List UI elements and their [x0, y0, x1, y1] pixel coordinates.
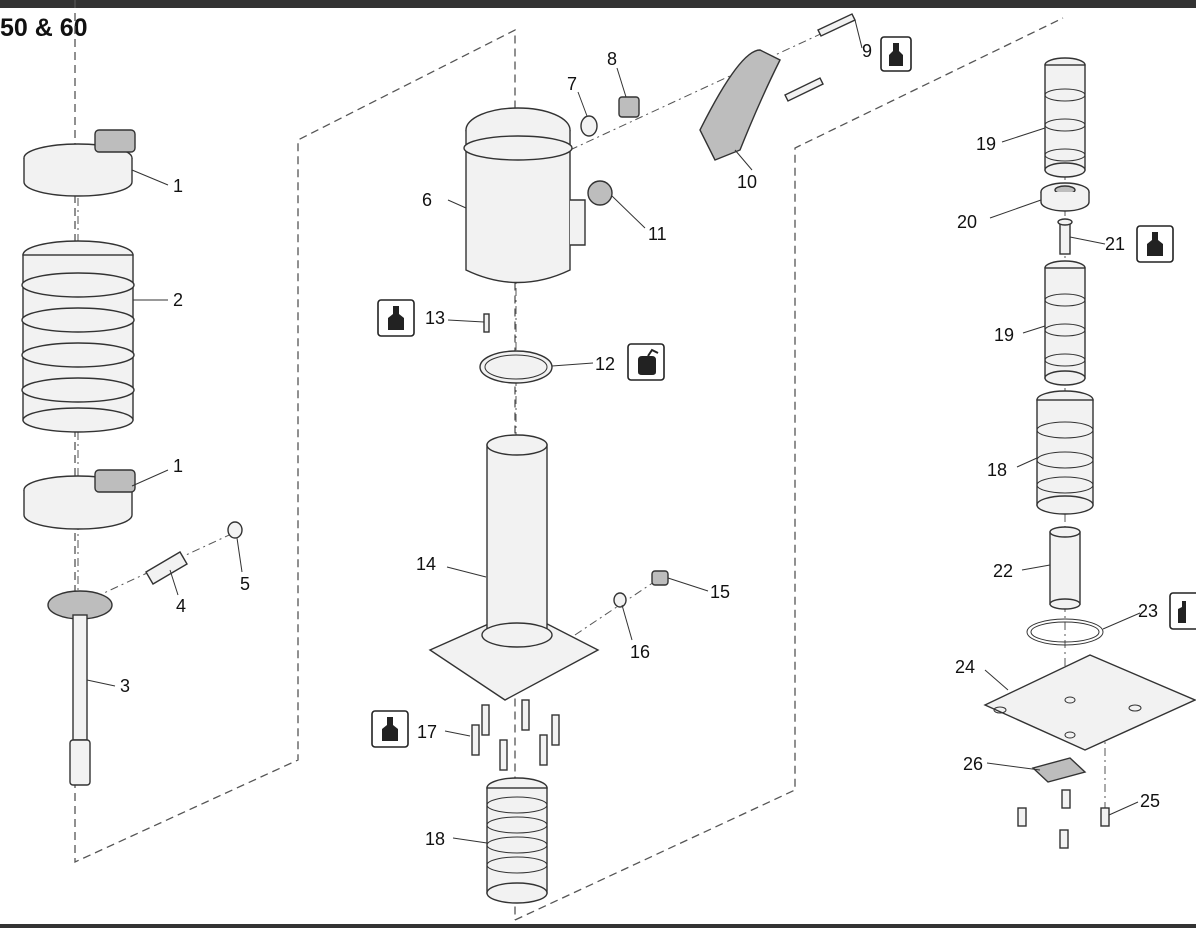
part-label: 14: [416, 554, 436, 574]
plate-part: [983, 654, 1196, 751]
bellows-part: [21, 240, 135, 433]
bracket-part: [699, 49, 781, 161]
part-label: 18: [425, 829, 445, 849]
label-plate-part: [1031, 757, 1087, 783]
threadlock-bottle-icon: [1169, 592, 1196, 630]
cylinder-part: [428, 434, 600, 701]
screws-part: [1017, 789, 1110, 849]
oring-part: [479, 350, 553, 384]
part-label: 13: [425, 308, 445, 328]
part-labels: 1 2 1 3 4 5 6 7 8 9 10 11 12 13 14 15 16…: [120, 41, 1160, 849]
part-label: 5: [240, 574, 250, 594]
part-label: 25: [1140, 791, 1160, 811]
part-label: 19: [976, 134, 996, 154]
top-border: [0, 0, 1196, 8]
part-label: 9: [862, 41, 872, 61]
threadlock-bottle-icon: [880, 36, 912, 72]
pin-centerline: [77, 529, 241, 606]
part-label: 23: [1138, 601, 1158, 621]
part-label: 1: [173, 176, 183, 196]
spring-large-part: [1036, 390, 1094, 515]
threadlock-bottle-icon: [371, 710, 409, 748]
rod-part: [47, 590, 113, 786]
washer-part: [580, 115, 598, 137]
plug-centerline: [559, 577, 661, 646]
screw-part: [1057, 218, 1073, 255]
part-label: 21: [1105, 234, 1125, 254]
part-label: 4: [176, 596, 186, 616]
bolt-part: [784, 13, 856, 102]
bottom-border: [0, 924, 1196, 928]
clamp-top-part: [23, 129, 136, 197]
part-label: 16: [630, 642, 650, 662]
small-pin-part: [483, 313, 490, 333]
diagram-title: 50 & 60: [0, 14, 88, 42]
part-label: 1: [173, 456, 183, 476]
plug-part: [587, 180, 613, 206]
part-label: 10: [737, 172, 757, 192]
cap-part: [227, 521, 243, 539]
threadlock-bottle-icon: [1136, 225, 1174, 263]
middle-group-frame: [514, 17, 1064, 921]
sleeve-part: [1049, 526, 1081, 610]
clamp-bottom-part: [23, 469, 136, 530]
part-label: 12: [595, 354, 615, 374]
spring-bottom-part: [486, 777, 548, 904]
threadlock-bottle-icon: [377, 299, 415, 337]
part-label: 26: [963, 754, 983, 774]
spring-seat-part: [1040, 182, 1090, 212]
bolts-part: [471, 699, 560, 771]
oring2-part: [1026, 618, 1104, 646]
washer2-part: [613, 592, 627, 608]
part-label: 7: [567, 74, 577, 94]
leader-lines: [86, 19, 1141, 844]
bracket-centerline: [569, 24, 841, 151]
part-label: 20: [957, 212, 977, 232]
part-label: 6: [422, 190, 432, 210]
part-label: 3: [120, 676, 130, 696]
spring-mid-part: [1044, 260, 1086, 386]
part-label: 19: [994, 325, 1014, 345]
left-group-frame: [74, 0, 516, 920]
part-label: 18: [987, 460, 1007, 480]
grease-can-icon: [627, 343, 665, 381]
part-label: 11: [648, 224, 667, 244]
spring-top-part: [1044, 57, 1086, 178]
part-label: 24: [955, 657, 975, 677]
pin-part: [145, 551, 188, 585]
fitting2-part: [651, 570, 669, 586]
fitting-part: [618, 96, 640, 118]
housing-part: [463, 107, 586, 284]
part-label: 15: [710, 582, 730, 602]
part-label: 2: [173, 290, 183, 310]
part-label: 8: [607, 49, 617, 69]
part-label: 22: [993, 561, 1013, 581]
part-label: 17: [417, 722, 437, 742]
